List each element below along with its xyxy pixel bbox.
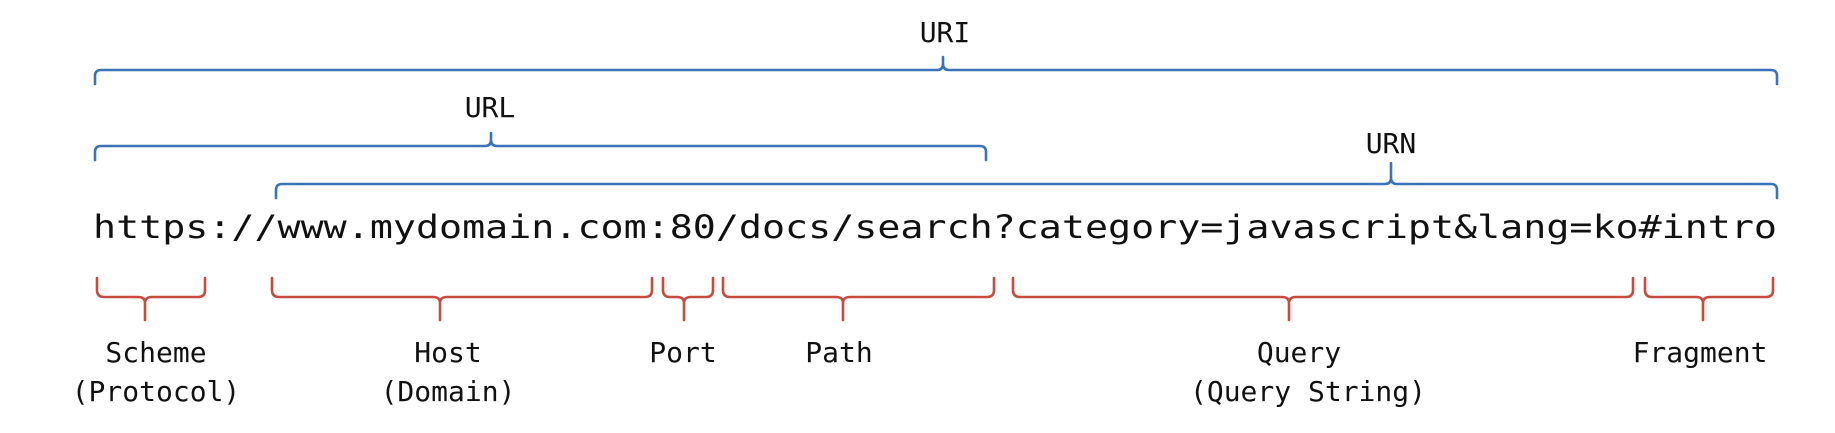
url-bracket	[93, 131, 988, 162]
host-sublabel: (Domain)	[381, 375, 516, 408]
urn-label: URN	[1366, 127, 1417, 160]
uri-label: URI	[920, 16, 971, 49]
scheme-sublabel: (Protocol)	[72, 375, 241, 408]
query-sublabel: (Query String)	[1190, 375, 1426, 408]
port-label: Port	[649, 336, 716, 369]
scheme-bracket	[95, 276, 207, 322]
host-bracket	[270, 276, 654, 322]
scheme-label: Scheme	[105, 336, 206, 369]
port-bracket	[661, 276, 715, 322]
path-label: Path	[805, 336, 872, 369]
url-label: URL	[465, 91, 516, 124]
query-bracket	[1011, 276, 1635, 322]
uri-bracket	[93, 55, 1779, 86]
fragment-label: Fragment	[1633, 336, 1768, 369]
urn-bracket	[274, 161, 1779, 200]
url-string: https://www.mydomain.com:80/docs/search?…	[93, 208, 1777, 246]
host-label: Host	[414, 336, 481, 369]
query-label: Query	[1257, 336, 1341, 369]
fragment-bracket	[1643, 276, 1775, 322]
path-bracket	[721, 276, 996, 322]
